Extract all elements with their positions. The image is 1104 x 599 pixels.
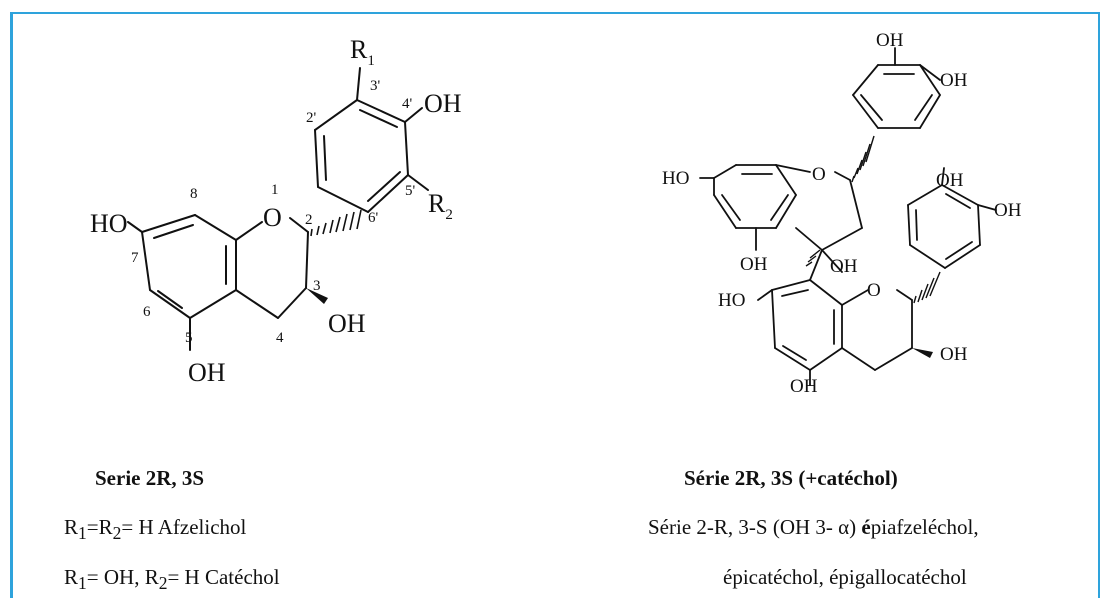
right-line-epicatechol: épicatéchol, épigallocatéchol [723,565,967,589]
ho-left-label: HO [662,168,689,189]
oh-spiro-right-label: OH [830,256,858,277]
frame-border [10,12,1100,598]
num-1: 1 [271,182,279,198]
num-5prime: 5' [405,183,416,199]
left-line-afzelichol: R1=R2= H Afzelichol [64,515,247,544]
oh-b2-label: OH [994,200,1022,221]
left-line-catechol: R1= OH, R2= H Catéchol [64,565,280,594]
num-3prime: 3' [370,78,381,94]
num-2: 2 [305,212,313,228]
left-structure-diagram: R1 OH R2 HO O OH OH 3' 4' 2' 5' 6' 1 2 3… [90,35,462,387]
right-line-epiafzelechol: Série 2-R, 3-S (OH 3- α) épiafzeléchol, [648,515,979,539]
num-4: 4 [276,330,284,346]
num-3: 3 [313,278,321,294]
right-series-title: Série 2R, 3S (+catéchol) [684,466,898,490]
num-6prime: 6' [368,210,379,226]
oh-top2-label: OH [940,70,968,91]
oh-b1-label: OH [936,170,964,191]
r2-label: R2 [428,189,453,223]
o-lower-label: O [867,280,881,301]
oh-bottom-label: OH [790,376,818,397]
ring-oxygen-label: O [263,203,282,232]
oh-5-label: OH [188,358,226,387]
oh-lower-c3-label: OH [940,344,968,365]
ho-7-label: HO [90,209,128,238]
ho-lower-label: HO [718,290,745,311]
oh-3-label: OH [328,309,366,338]
r1-label: R1 [350,35,375,69]
right-structure-diagram: OH OH HO O OH OH OH OH O HO OH OH [662,30,1022,397]
num-2prime: 2' [306,110,317,126]
num-6: 6 [143,304,151,320]
oh-top1-label: OH [876,30,904,51]
left-series-title: Serie 2R, 3S [95,466,205,490]
num-4prime: 4' [402,96,413,112]
oh-spiro-left-label: OH [740,254,768,275]
num-7: 7 [131,250,139,266]
num-8: 8 [190,186,198,202]
oh-4prime-label: OH [424,89,462,118]
num-5: 5 [185,330,193,346]
o-upper-label: O [812,164,826,185]
